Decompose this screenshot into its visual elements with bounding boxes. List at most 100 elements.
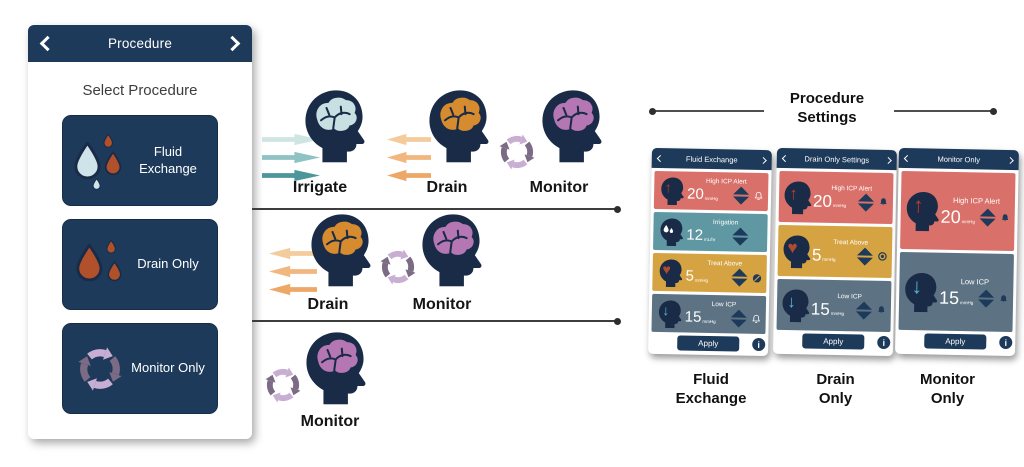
increment-icon[interactable]	[856, 246, 874, 256]
alarm-bell-icon[interactable]	[997, 293, 1010, 304]
monitor-only-button[interactable]: Monitor Only	[62, 323, 218, 414]
back-chevron-icon[interactable]	[39, 35, 56, 52]
forward-chevron-icon[interactable]	[1006, 156, 1014, 164]
screen-title: Fluid Exchange	[685, 154, 738, 165]
head-icp-down-icon: ↓	[654, 296, 685, 331]
value-stepper[interactable]	[977, 289, 995, 308]
value-stepper[interactable]	[856, 246, 874, 266]
head-drops-icon	[656, 214, 687, 249]
fluid-drops-icon	[69, 130, 131, 192]
caption-line-2: Only	[818, 389, 853, 407]
decrement-icon[interactable]	[731, 278, 748, 287]
increment-icon[interactable]	[857, 192, 875, 202]
heading-line-left	[649, 107, 764, 115]
increment-icon[interactable]	[978, 289, 995, 298]
alarm-bell-icon[interactable]	[750, 313, 763, 324]
apply-button[interactable]: Apply	[677, 335, 740, 352]
caption-drain-only: Drain Only	[788, 371, 883, 409]
decrement-icon[interactable]	[977, 299, 995, 308]
caption-line-2: Exchange	[675, 389, 747, 407]
setting-value: 15	[810, 299, 831, 319]
irrigate-arrows-icon	[262, 133, 320, 182]
setting-name: High ICP Alert	[952, 195, 1001, 206]
alarm-bell-icon[interactable]	[877, 197, 890, 208]
head-brain-monitor-icon	[301, 329, 369, 405]
forward-chevron-icon[interactable]	[759, 156, 767, 164]
back-chevron-icon[interactable]	[781, 154, 789, 162]
fluid-exchange-button[interactable]: Fluid Exchange	[62, 115, 218, 206]
drain-only-button[interactable]: Drain Only	[62, 219, 218, 310]
flow-label-drain: Drain	[307, 296, 349, 313]
setting-unit: mmHg	[822, 256, 836, 263]
head-brain-drain-icon	[424, 87, 492, 163]
decrement-icon[interactable]	[856, 256, 873, 266]
info-icon[interactable]: i	[999, 335, 1013, 350]
increment-icon[interactable]	[731, 268, 748, 277]
forward-chevron-icon[interactable]	[884, 156, 892, 164]
setting-value: 20	[686, 185, 704, 204]
panel-title: Procedure	[107, 36, 173, 51]
decrement-icon[interactable]	[855, 310, 872, 320]
drain-only-label: Drain Only	[137, 256, 199, 272]
alarm-bell-icon[interactable]	[999, 212, 1012, 223]
down-arrow-icon: ↓	[787, 292, 796, 312]
decrement-icon[interactable]	[730, 319, 747, 328]
value-stepper[interactable]	[857, 192, 875, 212]
value-stepper[interactable]	[731, 268, 748, 287]
value-stepper[interactable]	[979, 208, 996, 227]
info-icon[interactable]: i	[752, 337, 766, 352]
increment-icon[interactable]	[732, 227, 749, 236]
up-arrow-icon: ↑	[789, 184, 799, 204]
cycle-arrows-icon	[377, 246, 419, 293]
decrement-icon[interactable]	[732, 196, 750, 205]
increment-icon[interactable]	[733, 186, 750, 195]
procedure-select-panel: Procedure Select Procedure Fluid Exchang…	[28, 25, 252, 439]
procedure-settings-heading: Procedure Settings	[768, 90, 886, 128]
value-stepper[interactable]	[855, 300, 873, 320]
setting-value: 20	[812, 191, 833, 211]
screen-header: Monitor Only	[898, 147, 1019, 171]
apply-button[interactable]: Apply	[924, 333, 987, 350]
target-radio-icon[interactable]	[876, 251, 889, 262]
decrement-icon[interactable]	[979, 218, 996, 227]
head-brain-irrigate-icon	[300, 87, 368, 163]
increment-icon[interactable]	[855, 300, 873, 310]
decrement-icon[interactable]	[857, 202, 874, 212]
alarm-bell-icon[interactable]	[875, 305, 888, 316]
setting-value: 15	[684, 308, 702, 327]
value-stepper[interactable]	[730, 309, 747, 328]
drain-arrows-icon	[387, 133, 431, 182]
procedure-panel-header: Procedure	[28, 25, 252, 62]
flow-label-monitor: Monitor	[529, 179, 589, 196]
screen-header: Fluid Exchange	[651, 147, 772, 171]
value-stepper[interactable]	[732, 186, 750, 205]
drain-arrows-icon	[269, 247, 317, 296]
decrement-icon[interactable]	[732, 237, 749, 246]
select-procedure-label: Select Procedure	[82, 82, 198, 99]
back-chevron-icon[interactable]	[903, 154, 911, 162]
head-brain-monitor-icon	[417, 211, 485, 287]
apply-button[interactable]: Apply	[802, 333, 865, 350]
head-icp-up-icon: ↑	[782, 173, 814, 221]
setting-unit: mL/hr	[703, 236, 716, 242]
heart-icon: ♥	[787, 238, 798, 258]
head-icp-up-icon: ↑	[657, 173, 688, 208]
alarm-bell-icon[interactable]	[752, 190, 765, 201]
forward-chevron-icon[interactable]	[224, 35, 241, 52]
increment-icon[interactable]	[730, 309, 747, 318]
head-heart-icon: ♥	[655, 255, 686, 290]
setting-value: 12	[686, 226, 704, 245]
back-chevron-icon[interactable]	[656, 154, 664, 162]
alarm-off-icon[interactable]	[750, 272, 763, 283]
flow-label-monitor: Monitor	[412, 296, 472, 313]
setting-name: High ICP Alert	[705, 177, 747, 186]
value-stepper[interactable]	[732, 227, 749, 246]
setting-unit: mmHg	[961, 219, 975, 225]
increment-icon[interactable]	[979, 208, 996, 217]
info-icon[interactable]: i	[877, 335, 891, 350]
